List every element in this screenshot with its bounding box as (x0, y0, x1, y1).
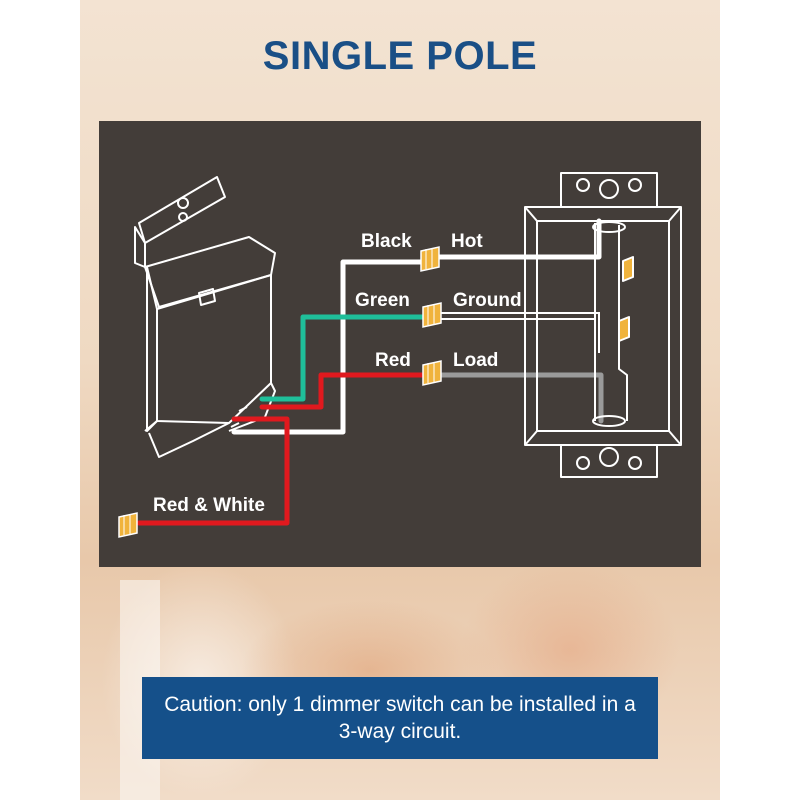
wire-nut-ground (422, 302, 442, 328)
label-black: Black (361, 231, 412, 252)
dimmer-switch (134, 176, 276, 458)
wire-nut-hot (420, 246, 440, 272)
wire-nut-red-white (118, 512, 138, 538)
label-red-white: Red & White (153, 495, 265, 516)
page-title: SINGLE POLE (262, 34, 538, 78)
wire-ground-to-box (439, 312, 600, 355)
wire-green-ground (259, 314, 428, 402)
wiring-diagram: Black Hot Green Ground Red Load Red & Wh… (118, 172, 682, 538)
electrical-box (524, 172, 682, 478)
wiring-diagram-panel: Black Hot Green Ground Red Load Red & Wh… (99, 121, 701, 567)
wire-red-load (136, 372, 428, 526)
label-green: Green (355, 290, 410, 311)
wire-gray-load (436, 372, 604, 424)
caution-banner: Caution: only 1 dimmer switch can be ins… (142, 677, 658, 759)
wire-nut-load (422, 360, 442, 386)
label-ground: Ground (453, 290, 522, 311)
label-hot: Hot (451, 231, 483, 252)
label-load: Load (453, 350, 498, 371)
label-red: Red (375, 350, 411, 371)
